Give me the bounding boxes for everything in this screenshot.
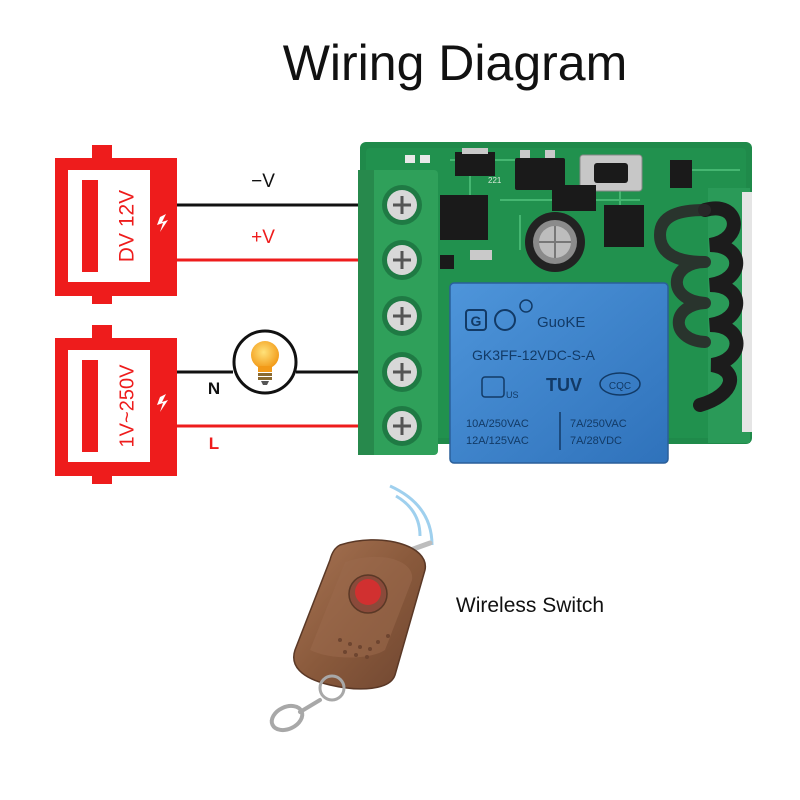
wire-label-neutral: N xyxy=(208,379,220,398)
remote-signal-icon xyxy=(389,484,434,546)
svg-text:G: G xyxy=(471,313,482,329)
relay-cert-cqc: CQC xyxy=(609,381,631,392)
relay-cert-tuv: TUV xyxy=(546,375,582,395)
dc-supply: DV 12V xyxy=(55,145,177,304)
relay-rating-3: 7A/250VAC xyxy=(570,418,627,430)
terminal-screw xyxy=(382,240,422,280)
relay-model: GK3FF-12VDC-S-A xyxy=(472,347,596,363)
wire-label-live: L xyxy=(209,434,219,453)
remote-button[interactable] xyxy=(355,579,381,605)
svg-text:221: 221 xyxy=(488,176,502,185)
wire-label-neg: −V xyxy=(251,171,275,192)
terminal-screw xyxy=(382,296,422,336)
bulb-icon xyxy=(232,329,298,395)
lightning-icon xyxy=(157,394,168,412)
relay-brand: GuoKE xyxy=(537,314,585,331)
ac-supply-label: 1V~250V xyxy=(116,364,138,448)
lightning-icon xyxy=(157,214,168,232)
remote-control xyxy=(269,539,433,733)
dc-supply-label: DV 12V xyxy=(116,190,139,262)
antenna-coil xyxy=(653,201,744,412)
relay: G GuoKE GK3FF-12VDC-S-A US TUV CQC 10A/2… xyxy=(449,282,669,464)
terminal-screw xyxy=(382,352,422,392)
relay-rating-4: 7A/28VDC xyxy=(570,435,622,447)
terminal-screw xyxy=(382,406,422,446)
remote-label: Wireless Switch xyxy=(456,594,604,617)
terminal-screw xyxy=(382,185,422,225)
relay-cert-us: US xyxy=(506,390,519,400)
wire-label-pos: +V xyxy=(251,227,275,248)
relay-rating-1: 10A/250VAC xyxy=(466,418,529,430)
terminal-block xyxy=(358,170,438,455)
ac-supply: 1V~250V xyxy=(55,325,177,484)
page-title: Wiring Diagram xyxy=(283,35,628,91)
relay-rating-2: 12A/125VAC xyxy=(466,435,529,447)
